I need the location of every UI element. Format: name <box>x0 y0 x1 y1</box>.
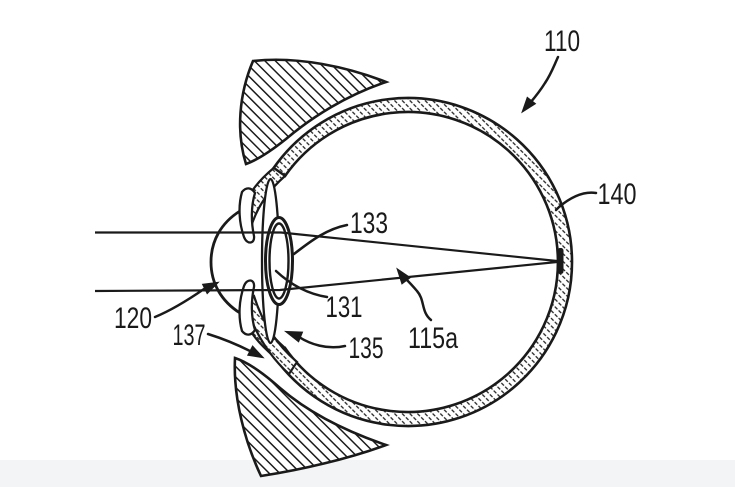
arrowhead-110 <box>521 96 537 114</box>
light-ray-upper <box>95 231 558 263</box>
label-110: 110 <box>544 25 580 58</box>
label-137: 137 <box>173 319 206 352</box>
label-120: 120 <box>114 302 152 335</box>
leader-120 <box>153 287 206 319</box>
iris-lower <box>238 279 257 336</box>
leader-135 <box>297 335 347 349</box>
label-131: 131 <box>326 291 363 324</box>
leader-133 <box>292 223 349 256</box>
arrowhead-120 <box>201 281 220 295</box>
footer-band <box>0 460 735 487</box>
cornea <box>209 209 242 315</box>
fovea-mark <box>557 248 564 274</box>
leader-131 <box>274 269 329 299</box>
arrowhead-115a <box>396 267 412 285</box>
leader-110 <box>528 55 560 105</box>
iris-upper <box>238 187 257 244</box>
leader-140 <box>554 191 598 212</box>
label-115a: 115a <box>408 322 458 355</box>
lens-inner-optic <box>268 222 290 300</box>
arrowhead-135 <box>283 330 304 343</box>
label-140: 140 <box>598 178 637 211</box>
light-ray-lower <box>94 260 558 293</box>
label-133: 133 <box>350 207 388 240</box>
leader-115a <box>402 275 433 322</box>
upper-eyelid <box>238 58 390 166</box>
label-135: 135 <box>349 332 384 365</box>
lower-eyelid <box>233 356 390 478</box>
leader-137 <box>206 332 252 353</box>
arrowhead-137 <box>246 345 265 359</box>
